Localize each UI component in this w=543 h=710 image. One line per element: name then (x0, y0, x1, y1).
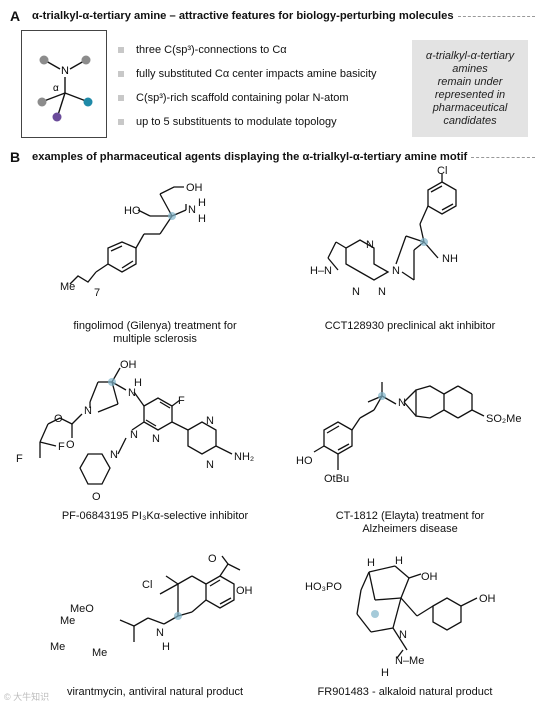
divider (471, 156, 535, 158)
fingolimod-structure: OH HO N H H Me 7 (60, 182, 206, 299)
virantmycin-structure: Cl MeO Me Me Me N H OH O (50, 553, 253, 659)
svg-text:H: H (381, 667, 389, 679)
substituent-dot (37, 97, 47, 107)
list-item: three C(sp³)-connections to Cα (118, 38, 408, 62)
svg-text:Cl: Cl (437, 165, 447, 177)
svg-text:N: N (152, 433, 160, 445)
svg-text:N–Me: N–Me (395, 655, 424, 667)
svg-text:N: N (378, 286, 386, 298)
divider (457, 15, 535, 17)
bullet (118, 47, 124, 53)
feature-list: three C(sp³)-connections to Cα fully sub… (118, 38, 408, 134)
svg-text:N: N (206, 415, 214, 427)
svg-text:Cl: Cl (142, 579, 152, 591)
callout-box: α-trialkyl-α-tertiary amines remain unde… (412, 40, 528, 137)
svg-text:F: F (16, 453, 23, 465)
svg-text:H: H (198, 213, 206, 225)
svg-text:N: N (110, 449, 118, 461)
svg-text:N: N (398, 397, 406, 409)
svg-text:N: N (84, 405, 92, 417)
svg-text:F: F (178, 395, 185, 407)
compound-caption: CCT128930 preclinical akt inhibitor (324, 320, 496, 332)
svg-text:NH₂: NH₂ (234, 451, 254, 463)
substituent-dot (83, 97, 93, 107)
compound-caption: FR901483 - alkaloid natural product (317, 686, 493, 698)
section-letter: B (10, 149, 21, 165)
section-title: examples of pharmaceutical agents displa… (32, 151, 468, 163)
section-title: α-trialkyl-α-tertiary amine – attractive… (32, 10, 454, 22)
bullet (118, 95, 124, 101)
svg-text:H: H (395, 555, 403, 567)
svg-text:H: H (367, 557, 375, 569)
compound-caption: PF-06843195 PI₃Kα-selective inhibitor (61, 510, 249, 522)
svg-text:O: O (92, 491, 101, 503)
svg-text:OH: OH (479, 593, 496, 605)
svg-text:OH: OH (236, 585, 253, 597)
svg-text:O: O (66, 439, 75, 451)
svg-text:H–N: H–N (310, 265, 332, 277)
svg-text:Me: Me (50, 641, 65, 653)
substituent-dot (52, 112, 62, 122)
watermark: © 大牛知识 (4, 692, 50, 702)
list-item: up to 5 substituents to modulate topolog… (118, 110, 408, 134)
svg-text:N: N (366, 239, 374, 251)
section-b-header: B examples of pharmaceutical agents disp… (10, 149, 535, 165)
svg-text:H: H (162, 641, 170, 653)
svg-text:OH: OH (421, 571, 438, 583)
n-label: N (61, 65, 69, 77)
svg-text:O: O (208, 553, 217, 565)
compound-caption: CT-1812 (Elayta) treatment for Alzheimer… (335, 510, 485, 535)
svg-text:F: F (58, 441, 65, 453)
bullet (118, 71, 124, 77)
pf06843195-structure: OH N H N O O F F F N N N O N N NH₂ (16, 359, 254, 503)
svg-text:N: N (392, 265, 400, 277)
svg-text:OH: OH (186, 182, 203, 194)
list-item: fully substituted Cα center impacts amin… (118, 62, 408, 86)
section-a-header: A α-trialkyl-α-tertiary amine – attracti… (10, 8, 535, 24)
svg-text:N: N (206, 459, 214, 471)
svg-text:H: H (198, 197, 206, 209)
svg-text:SO₂Me: SO₂Me (486, 413, 521, 425)
svg-text:N: N (130, 429, 138, 441)
svg-text:N: N (188, 204, 196, 216)
svg-text:Me: Me (92, 647, 107, 659)
bullet (118, 119, 124, 125)
compound-caption: virantmycin, antiviral natural product (66, 686, 244, 698)
svg-text:H: H (134, 377, 142, 389)
svg-text:7: 7 (94, 287, 100, 299)
svg-text:N: N (399, 629, 407, 641)
svg-text:NH: NH (442, 253, 458, 265)
ct1812-structure: N HO OtBu SO₂Me (296, 382, 521, 485)
svg-text:OH: OH (120, 359, 137, 371)
substituent-dot (39, 55, 49, 65)
section-letter: A (10, 8, 21, 24)
amine-motif-diagram: N α (37, 55, 93, 122)
svg-text:MeO: MeO (70, 603, 94, 615)
svg-text:Me: Me (60, 615, 75, 627)
svg-text:O: O (54, 413, 63, 425)
substituent-dot (81, 55, 91, 65)
svg-text:HO₃PO: HO₃PO (305, 581, 342, 593)
svg-text:HO: HO (296, 455, 313, 467)
cct128930-structure: Cl H–N N N N NH N (310, 165, 458, 298)
alpha-label: α (53, 83, 59, 94)
svg-text:N: N (156, 627, 164, 639)
svg-text:N: N (128, 387, 136, 399)
svg-text:N: N (352, 286, 360, 298)
fr901483-structure: HO₃PO H H OH N N–Me H OH (305, 555, 496, 679)
amine-motif-box: N α (21, 30, 107, 138)
svg-text:HO: HO (124, 205, 141, 217)
svg-text:Me: Me (60, 281, 75, 293)
svg-text:OtBu: OtBu (324, 473, 349, 485)
compound-caption: fingolimod (Gilenya) treatment for multi… (73, 320, 237, 345)
list-item: C(sp³)-rich scaffold containing polar N-… (118, 86, 408, 110)
